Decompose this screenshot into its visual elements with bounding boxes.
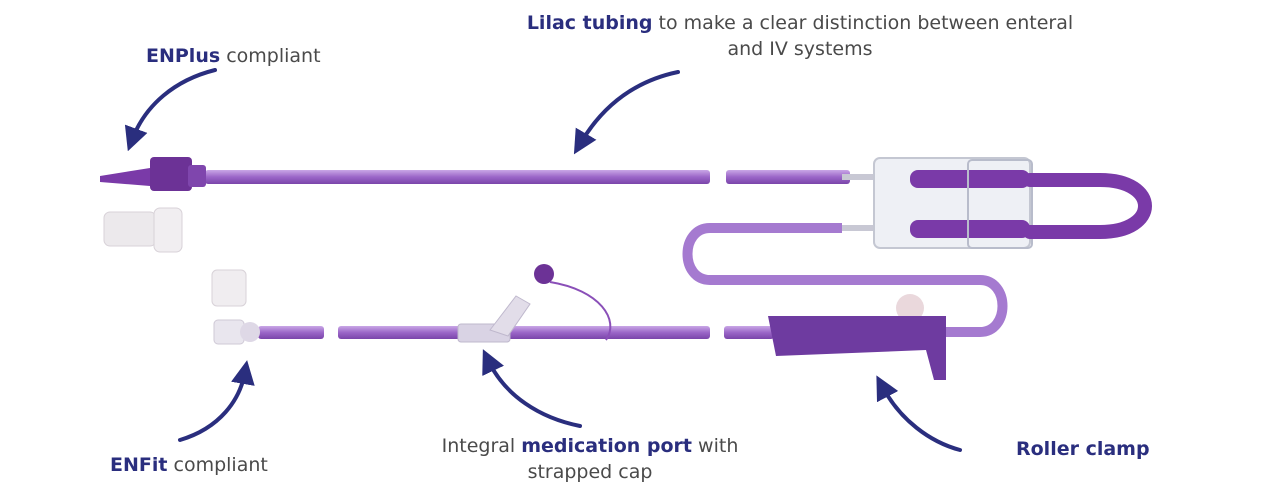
medication-port: [457, 264, 612, 343]
roller-clamp-label: Roller clamp: [1016, 438, 1150, 460]
lilac-tubing-label: Lilac tubing to make a clear distinction…: [526, 12, 1074, 60]
medication-port-label: Integral medication port with strapped c…: [441, 435, 739, 483]
upper-tubing: [205, 170, 850, 184]
curved-arrow-icon: [482, 349, 582, 428]
curved-arrow-icon: [124, 68, 217, 152]
roller-clamp: [768, 294, 946, 380]
lower-tubing: [258, 326, 774, 339]
pump-cassette: [842, 157, 1033, 249]
enplus-connector: [100, 157, 206, 191]
curved-arrow-icon: [573, 70, 680, 155]
enplus-cap: [103, 207, 183, 253]
connecting-tubing: [682, 223, 1008, 337]
enfit-cap: [211, 269, 247, 307]
pump-loop: [1023, 173, 1152, 239]
curved-arrow-icon: [178, 360, 255, 442]
enfit-connector: [213, 319, 260, 345]
enplus-label: ENPlus compliant: [146, 45, 321, 67]
enfit-label: ENFit compliant: [110, 454, 268, 476]
curved-arrow-icon: [876, 375, 962, 452]
